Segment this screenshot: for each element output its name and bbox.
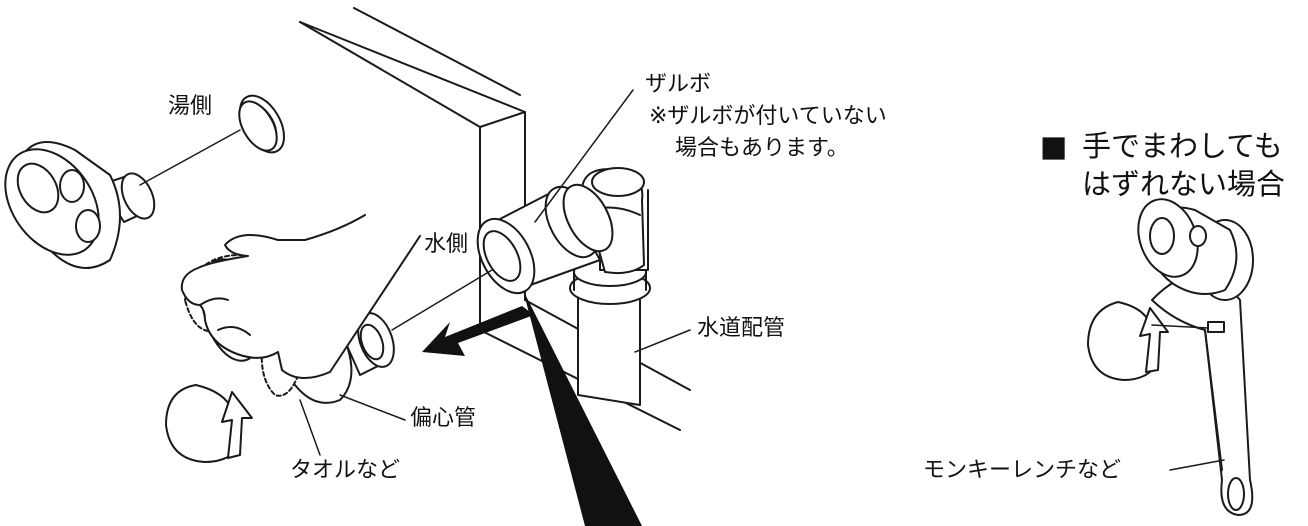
wrench-label: モンキーレンチなど (923, 458, 1122, 483)
wrench-eccentric-pipe (1137, 198, 1238, 295)
callout-wedge (523, 290, 642, 526)
zarubo-label: ザルボ (645, 72, 712, 97)
towel-label: タオルなど (290, 458, 401, 483)
rotation-arrow-left (165, 384, 253, 463)
hot-side-label: 湯側 (168, 94, 213, 119)
heading-line-1: 手でまわしても (1082, 129, 1283, 163)
heading-line-2: はずれない場合 (1082, 167, 1286, 201)
removed-eccentric-pipe (4, 141, 156, 269)
zarubo-note-line-1: ※ザルボが付いていない (649, 104, 887, 129)
heading-marker: ■ (1040, 129, 1068, 163)
eccentric-pipe-label: 偏心管 (410, 406, 477, 431)
zarubo-note-line-2: 場合もあります。 (675, 136, 849, 161)
hot-side-connector (238, 94, 285, 154)
pull-direction-arrow (422, 306, 534, 356)
hand (180, 214, 421, 379)
rotation-arrow-right (1087, 301, 1169, 381)
zarubo-fitting (476, 183, 614, 295)
water-pipe-label: 水道配管 (697, 316, 786, 341)
leader-lines (139, 89, 1225, 471)
water-side-label: 水側 (424, 232, 469, 257)
